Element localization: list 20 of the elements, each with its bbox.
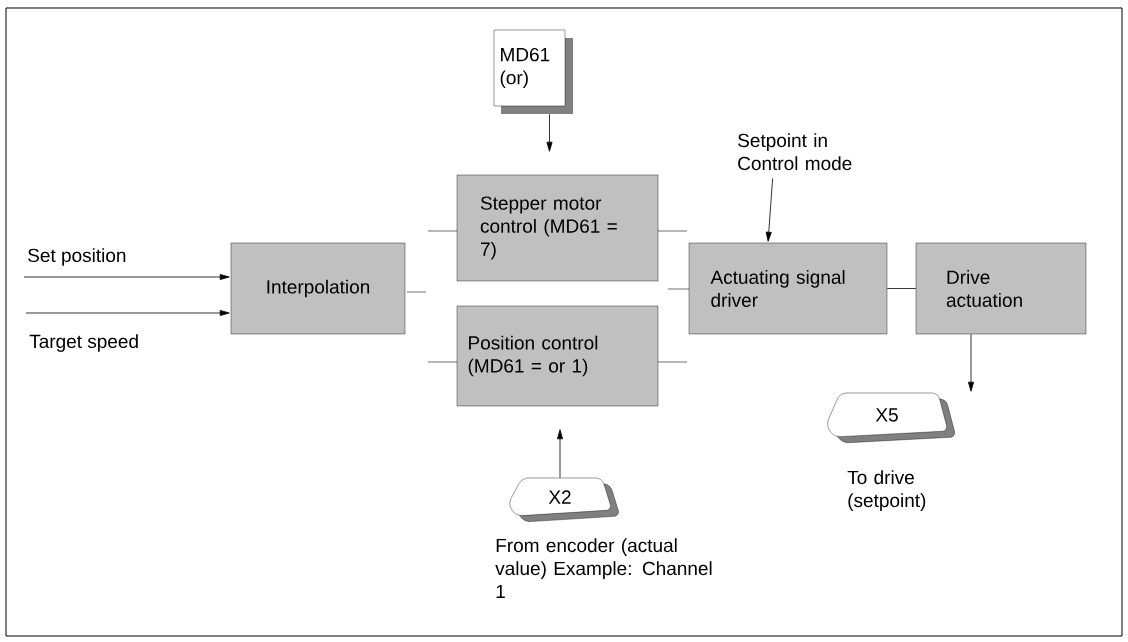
arrow: [25, 310, 230, 316]
connector-plug: X5: [827, 392, 955, 443]
connector-plug: X2: [509, 477, 619, 522]
arrow: [765, 177, 774, 242]
caption-text: To drive (setpoint): [847, 470, 926, 511]
arrow: [23, 274, 230, 280]
process-box: Position control (MD61 = or 1): [456, 305, 659, 407]
input-label: Setpoint in Control mode: [738, 133, 852, 171]
parameter-card: MD61 (or): [493, 29, 573, 114]
process-box: Interpolation: [230, 242, 406, 335]
arrow: [557, 429, 563, 479]
edge-label: Target speed: [28, 333, 141, 353]
process-box: Stepper motor control (MD61 = 7): [456, 174, 659, 282]
arrow: [546, 113, 553, 152]
arrow: [968, 333, 974, 392]
edge-label: Set position: [26, 247, 128, 267]
process-box: Actuating signal driver: [688, 242, 888, 335]
caption-text: From encoder (actual value) Example: Channel 1: [495, 538, 712, 598]
connector-line: [886, 288, 917, 289]
process-box: Drive actuation: [915, 242, 1087, 335]
